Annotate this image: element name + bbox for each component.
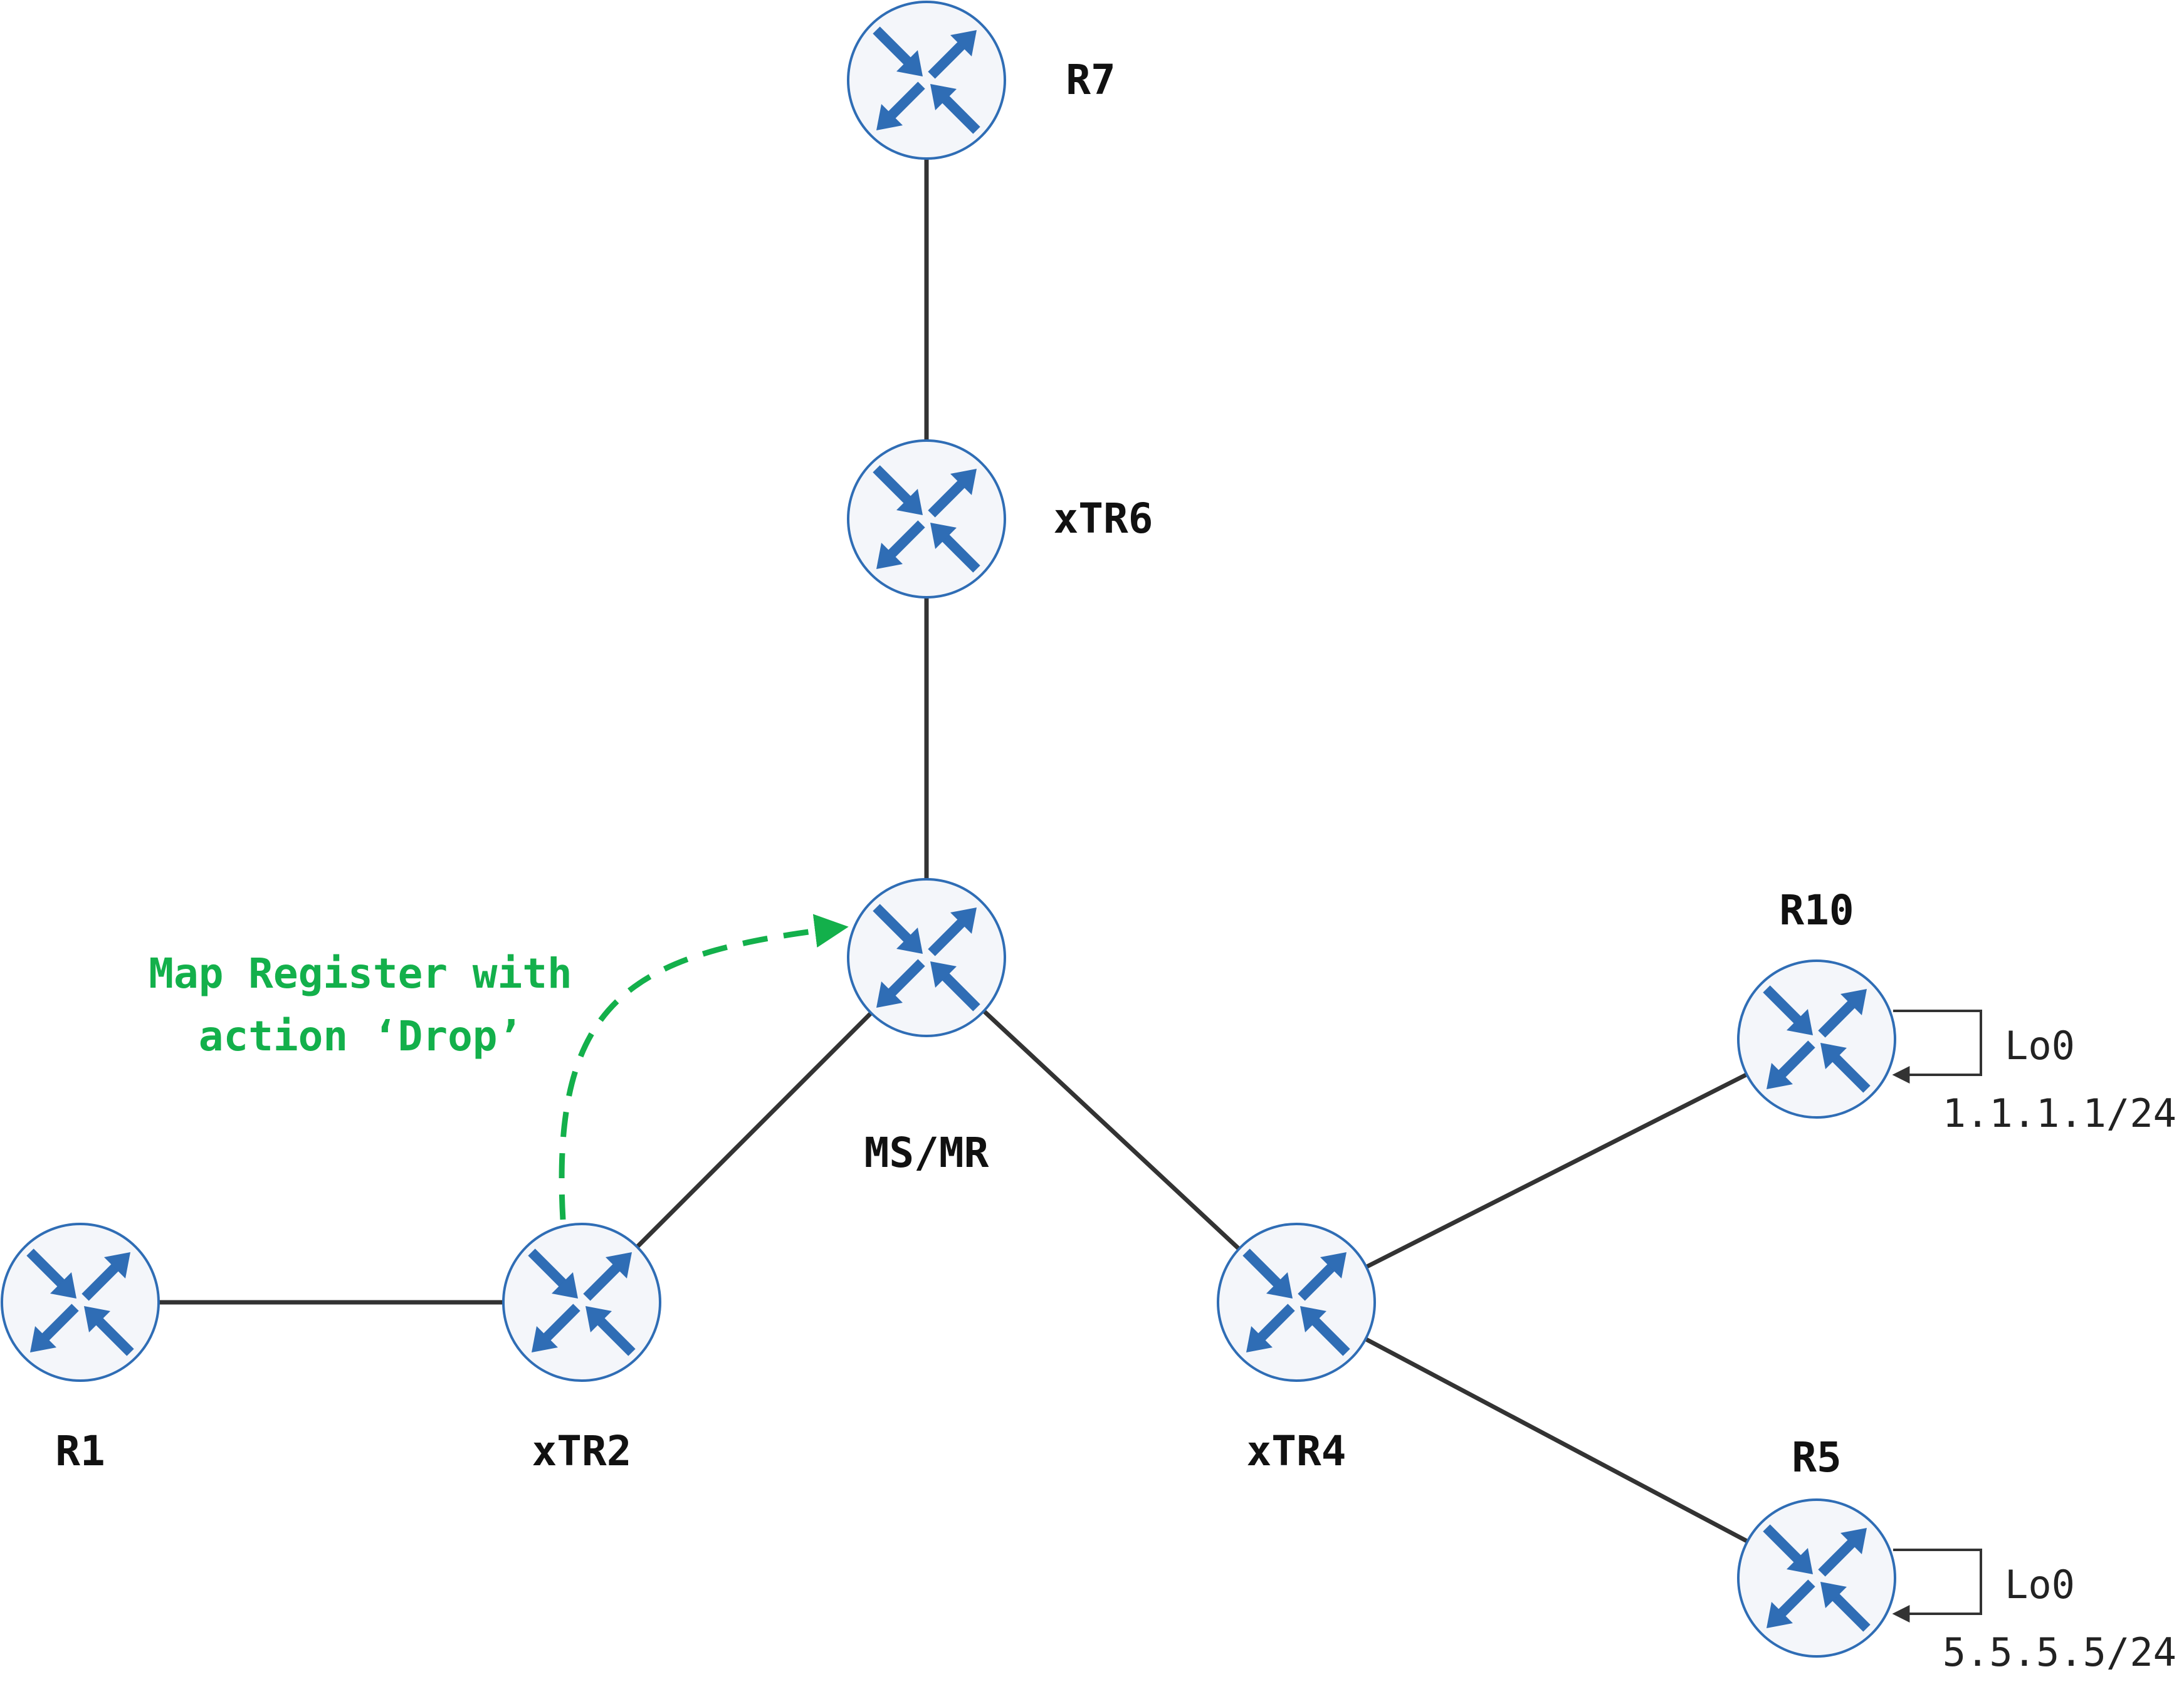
node-xtr6[interactable]: xTR6	[848, 441, 1153, 597]
link-xtr4-r10	[1365, 1072, 1748, 1269]
node-r10[interactable]: R10	[1738, 886, 1895, 1117]
router-icon	[1738, 1500, 1895, 1656]
router-icon	[1218, 1224, 1375, 1381]
node-label: R1	[55, 1427, 105, 1475]
loopback-iface-label: Lo0	[2005, 1023, 2075, 1069]
loopback-arrow	[1892, 1010, 1982, 1084]
links-layer	[159, 159, 1749, 1544]
router-icon	[2, 1224, 159, 1381]
loopback-arrow	[1892, 1549, 1982, 1623]
node-label: xTR4	[1247, 1427, 1347, 1475]
node-label: R10	[1779, 886, 1854, 934]
node-label: MS/MR	[864, 1129, 989, 1177]
node-label: R7	[1066, 56, 1115, 104]
node-r1[interactable]: R1	[2, 1224, 159, 1475]
loopback-iface-label: Lo0	[2005, 1562, 2075, 1608]
node-msmr[interactable]: MS/MR	[848, 879, 1005, 1177]
annotation-line-1: Map Register with	[149, 949, 572, 998]
router-icon	[503, 1224, 660, 1381]
node-xtr4[interactable]: xTR4	[1218, 1224, 1375, 1475]
annotation-line-2: action ‘Drop’	[199, 1012, 523, 1060]
router-icon	[848, 2, 1005, 159]
router-icon	[1738, 961, 1895, 1117]
loopback-r10: Lo0 1.1.1.1/24	[1892, 1010, 2176, 1136]
map-register-arrow	[559, 914, 849, 1220]
node-label: R5	[1792, 1433, 1841, 1482]
link-xtr4-r5	[1364, 1337, 1749, 1544]
router-icon	[848, 441, 1005, 597]
link-msmr-xtr4	[982, 1009, 1241, 1251]
loopback-r5: Lo0 5.5.5.5/24	[1892, 1549, 2176, 1675]
loopback-address-label: 1.1.1.1/24	[1943, 1090, 2176, 1136]
annotation-layer: Map Register with action ‘Drop’	[149, 914, 849, 1220]
link-msmr-xtr2	[635, 1011, 873, 1249]
node-xtr2[interactable]: xTR2	[503, 1224, 660, 1475]
node-r5[interactable]: R5	[1738, 1433, 1895, 1656]
router-icon	[848, 879, 1005, 1036]
node-r7[interactable]: R7	[848, 2, 1116, 159]
loopback-address-label: 5.5.5.5/24	[1943, 1629, 2176, 1675]
node-label: xTR2	[532, 1427, 632, 1475]
node-label: xTR6	[1054, 494, 1153, 543]
